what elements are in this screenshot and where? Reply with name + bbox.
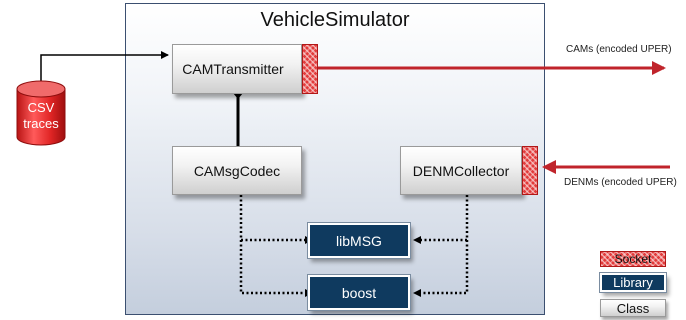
legend-library-label: Library [613,275,653,290]
denm-collector-class[interactable]: DENMCollector [400,146,522,195]
collector-to-libmsg-line [420,195,469,242]
denm-collector-socket [522,146,538,195]
csv-label-line2: traces [23,116,59,131]
boost-library[interactable]: boost [307,274,411,311]
cam-transmitter-socket [302,44,318,94]
codec-to-libmsg-line [239,195,306,242]
codec-to-boost-line [239,240,306,295]
csv-label-line1: CSV [27,100,55,115]
collector-to-boost-line [420,240,469,295]
libmsg-library[interactable]: libMSG [307,222,411,259]
csv-traces-label: CSV traces [16,100,66,132]
denm-collector-label: DENMCollector [412,162,510,179]
legend-class-label: Class [616,300,650,316]
cam-codec-class[interactable]: CAMsgCodec [172,146,302,195]
csv-traces-cylinder [16,80,66,146]
legend-socket-swatch [600,251,666,267]
boost-label: boost [341,284,377,301]
legend-class-swatch: Class [600,299,666,317]
cam-transmitter-label: CAMTransmitter [182,61,284,77]
container-title: VehicleSimulator [260,9,410,31]
legend-socket-label: Socket [614,252,652,266]
libmsg-label: libMSG [336,232,382,249]
boost-right-arrowhead [413,289,421,297]
denms-in-label: DENMs (encoded UPER) [564,177,677,188]
cam-transmitter-class[interactable]: CAMTransmitter [172,44,302,94]
libmsg-right-arrowhead [413,236,421,244]
cams-out-label: CAMs (encoded UPER) [566,44,672,55]
legend-library-swatch: Library [599,272,667,293]
csv-to-transmitter-arrow [40,51,169,85]
cam-codec-label: CAMsgCodec [193,162,281,179]
